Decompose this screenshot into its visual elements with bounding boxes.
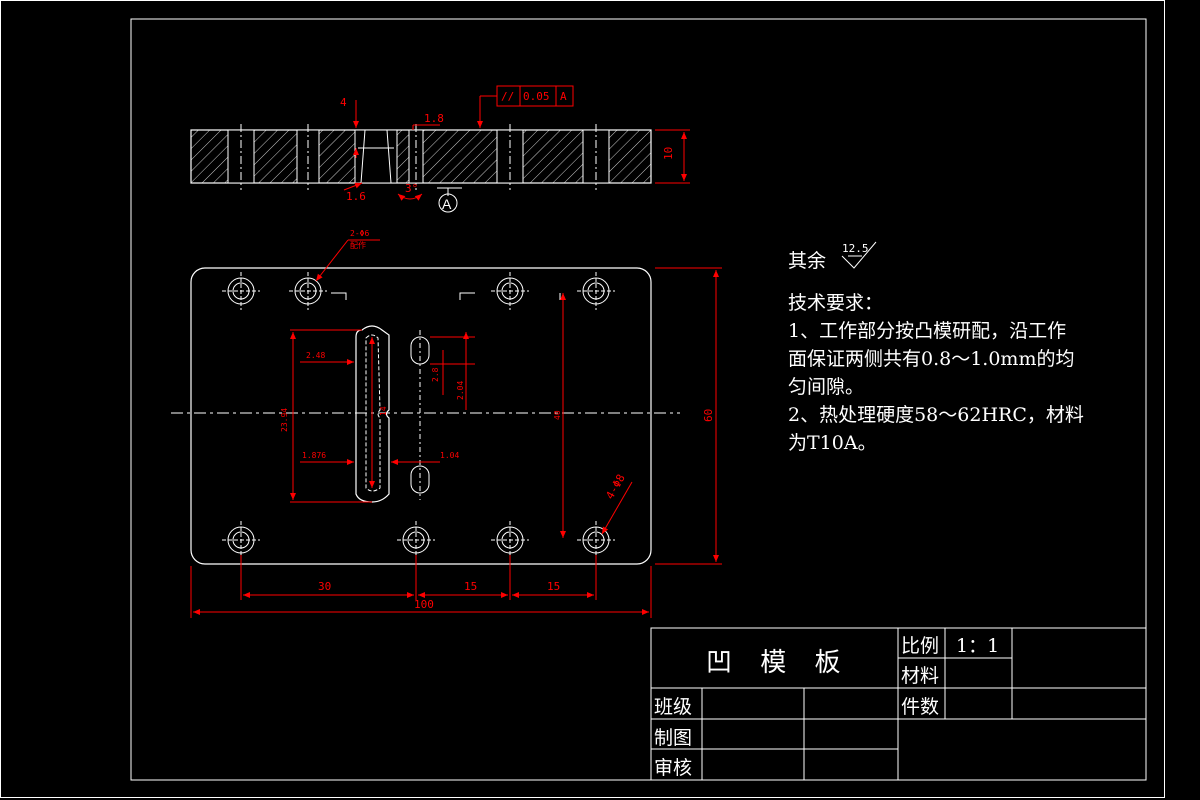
dim-total: 100 (414, 598, 434, 611)
dim-15b: 15 (547, 580, 560, 593)
scale-value: 1：1 (956, 635, 1000, 657)
die-opening (355, 325, 390, 503)
dim-length-slot: 23.94 (280, 408, 289, 432)
tech-heading: 技术要求： (788, 292, 884, 314)
plan-dimensions (190, 239, 722, 618)
dim-angle: 3° (405, 182, 418, 195)
dim-holes-4: 4-Φ8 (603, 472, 628, 501)
title-block (650, 627, 1147, 781)
review-label: 审核 (654, 757, 693, 779)
count-label: 件数 (901, 696, 940, 718)
dim-bottom: 1.6 (346, 190, 366, 203)
dim-holes-note: 配作 (350, 240, 366, 250)
tech-line-2: 面保证两侧共有0.8～1.0mm的均 (788, 348, 1075, 370)
dim-15a: 15 (464, 580, 477, 593)
class-label: 班级 (654, 696, 693, 718)
surface-label: 其余 (788, 250, 827, 272)
inner-frame (130, 18, 1147, 781)
dim-pilot-b: 2.8 (431, 367, 440, 382)
dim-left-bottom: 1.876 (302, 451, 326, 460)
surface-finish-symbol (841, 241, 877, 269)
dim-pilot-a: 2.04 (456, 381, 465, 400)
scale-label: 比例 (901, 635, 940, 657)
part-name: 凹 模 板 (706, 648, 851, 678)
dim-depth: 4 (340, 96, 347, 109)
surface-value: 12.5 (842, 242, 869, 255)
plan-view (171, 267, 680, 565)
material-label: 材料 (901, 665, 940, 687)
dim-thickness: 10 (662, 147, 675, 160)
outer-frame (0, 0, 1165, 798)
tech-line-5: 为T10A。 (788, 432, 877, 454)
tolerance-value: 0.05 (523, 90, 550, 103)
dim-holes: 2-Φ6 (350, 229, 369, 238)
dim-height: 60 (702, 409, 715, 422)
dim-inner: 14 (379, 406, 388, 416)
tech-line-1: 1、工作部分按凸模研配，沿工作 (788, 320, 1067, 342)
dim-right-bottom: 1.04 (440, 451, 459, 460)
tolerance-datum: A (560, 90, 567, 103)
datum-label: A (442, 196, 452, 212)
dim-chamfer: 1.8 (424, 112, 444, 125)
drawn-label: 制图 (654, 727, 693, 749)
dim-width-slot: 2.48 (306, 351, 325, 360)
section-dimensions (343, 85, 690, 213)
tech-line-4: 2、热处理硬度58～62HRC，材料 (788, 404, 1084, 426)
tech-line-3: 匀间隙。 (788, 376, 865, 398)
tolerance-symbol: // (501, 90, 514, 103)
dim-30: 30 (318, 580, 331, 593)
section-view (190, 124, 652, 190)
dim-center-40: 40 (553, 410, 562, 420)
